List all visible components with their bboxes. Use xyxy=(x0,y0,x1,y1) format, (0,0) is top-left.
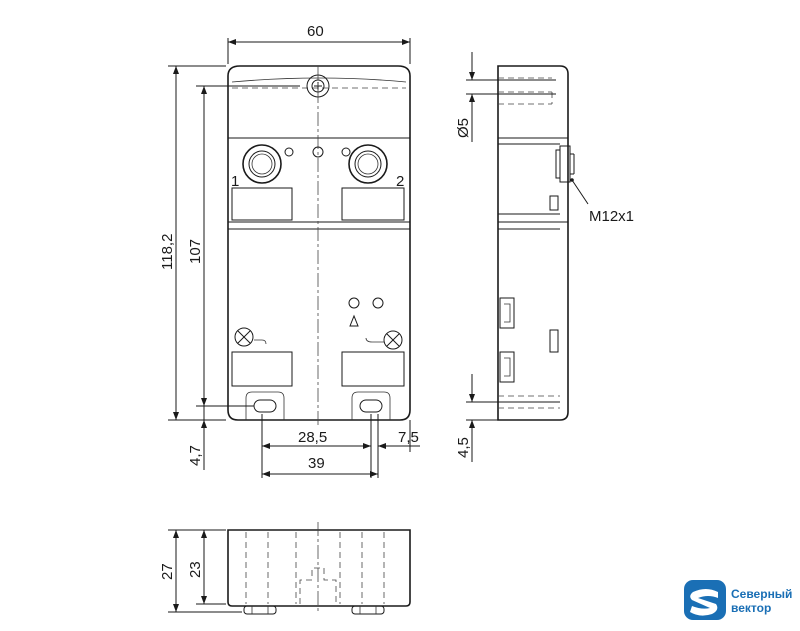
logo-line2: вектор xyxy=(731,601,771,615)
dim-hole-diameter xyxy=(466,52,556,142)
dim-depth-body xyxy=(196,530,226,605)
port2-label: 2 xyxy=(396,173,404,190)
dim-depth-total xyxy=(168,529,242,613)
dim-height-mount xyxy=(196,85,300,407)
dim-width-label: 60 xyxy=(307,23,324,40)
dim-slot-spacing-label: 39 xyxy=(308,455,325,472)
dim-side-offset-label: 4,5 xyxy=(455,437,472,458)
dim-offset-bottom-label: 4,7 xyxy=(187,445,204,466)
dim-height-mount-label: 107 xyxy=(187,239,204,264)
dim-depth-body-label: 23 xyxy=(187,561,204,578)
dim-hole-diameter-label: Ø5 xyxy=(455,118,472,138)
dim-depth-total-label: 27 xyxy=(159,563,176,580)
logo-line1: Северный xyxy=(731,587,792,601)
dim-side-offset xyxy=(466,374,560,462)
dim-hole-spacing-label: 28,5 xyxy=(298,429,327,446)
thread-label: M12x1 xyxy=(589,208,634,225)
bottom-view xyxy=(227,522,411,615)
dim-height-total-label: 118,2 xyxy=(159,234,176,270)
dim-slot-spacing xyxy=(262,471,378,477)
thread-leader xyxy=(570,178,589,205)
front-view xyxy=(227,65,411,425)
dim-hole-spacing xyxy=(261,414,372,478)
brand-logo: Северный вектор xyxy=(684,580,792,620)
port1-label: 1 xyxy=(231,173,239,190)
dim-height-total xyxy=(168,65,226,421)
side-view xyxy=(497,65,575,421)
dim-width-60 xyxy=(227,38,411,64)
dim-offset-bottom xyxy=(201,406,207,470)
dim-hole-offset-right xyxy=(377,414,420,478)
dim-hole-offset-right-label: 7,5 xyxy=(398,429,419,446)
